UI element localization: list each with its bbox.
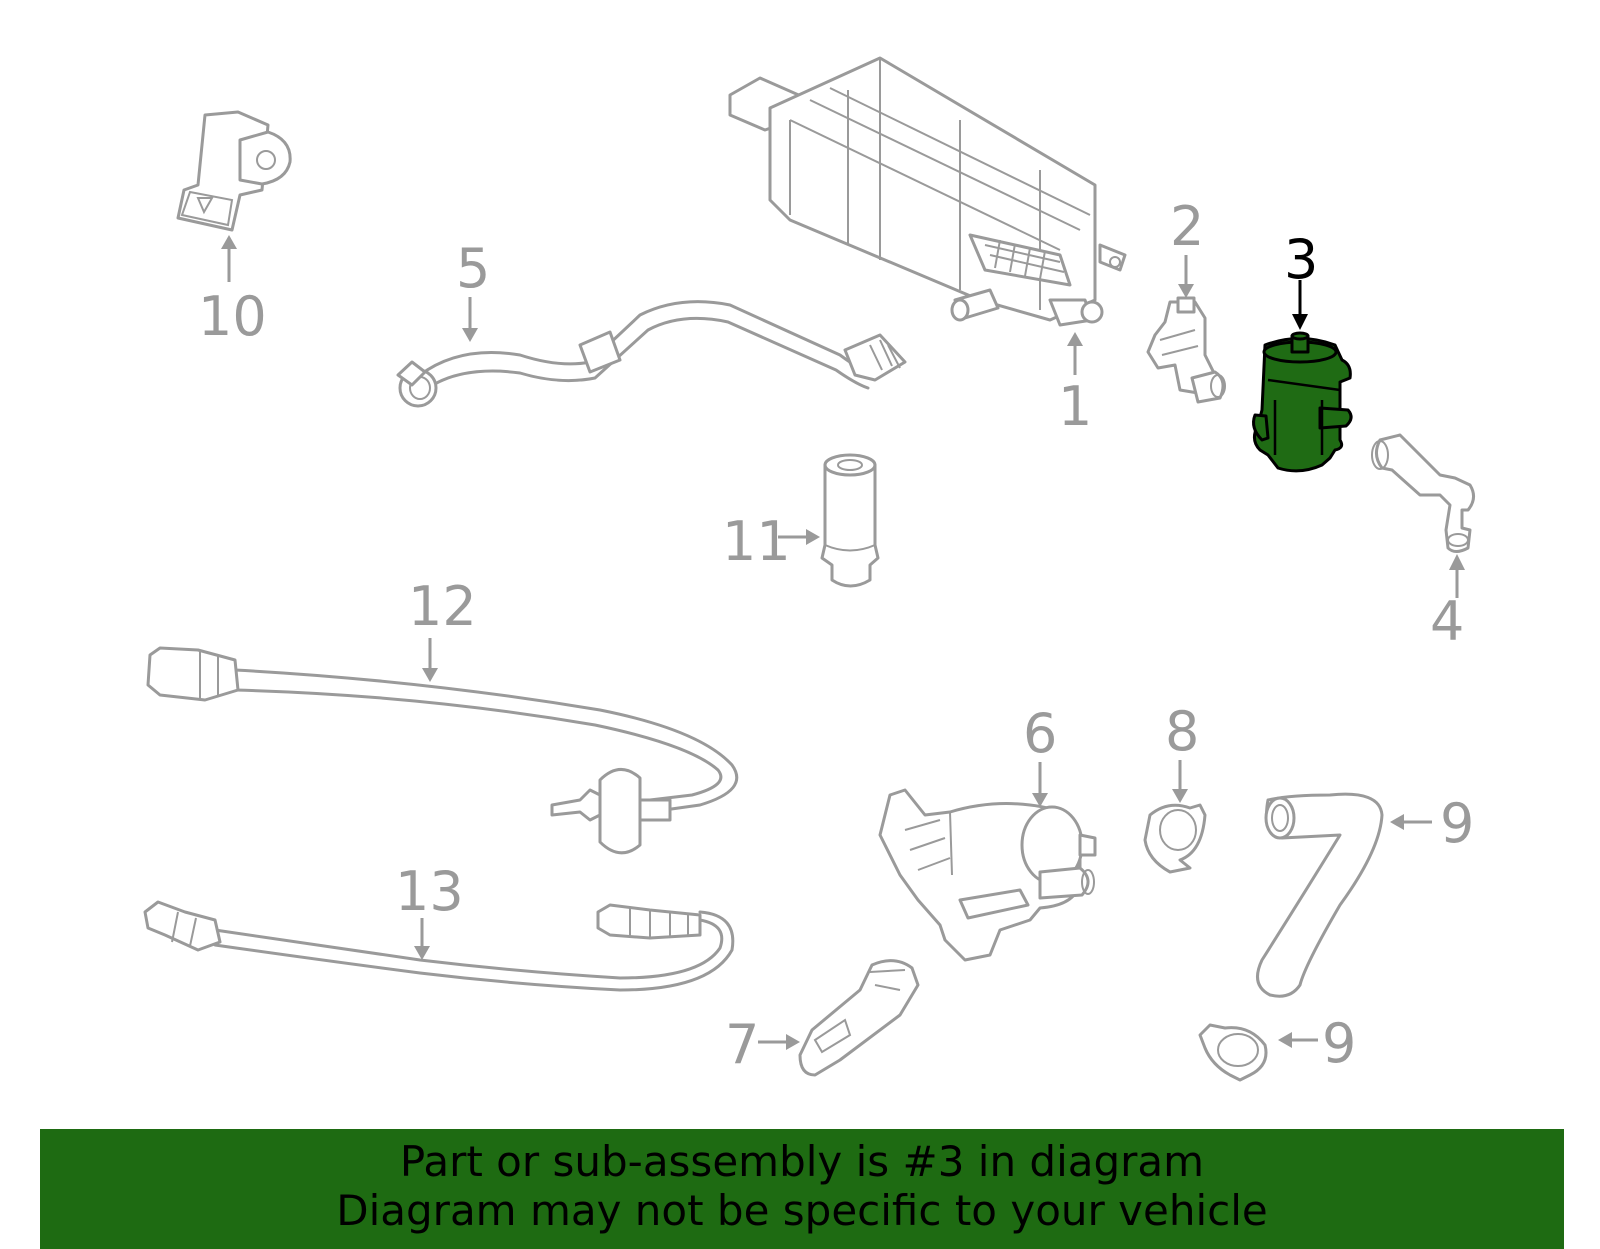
svg-text:7: 7 <box>725 1013 759 1076</box>
callout-6: 6 <box>1023 702 1057 807</box>
part-13-oxygen-sensor <box>143 900 735 992</box>
svg-text:3: 3 <box>1284 228 1318 291</box>
callout-5: 5 <box>456 237 490 342</box>
callout-9-lower: 9 <box>1278 1012 1356 1075</box>
callout-7: 7 <box>725 1013 800 1076</box>
svg-text:6: 6 <box>1023 702 1057 765</box>
callout-8: 9 <box>1390 792 1474 855</box>
svg-text:9: 9 <box>1322 1012 1356 1075</box>
part-5-hose <box>396 300 907 408</box>
callout-13: 13 <box>395 860 464 960</box>
svg-text:9: 9 <box>1440 792 1474 855</box>
svg-text:2: 2 <box>1170 195 1204 258</box>
callout-4: 4 <box>1430 554 1465 653</box>
svg-text:10: 10 <box>198 285 267 348</box>
part-4-hose <box>1371 433 1475 553</box>
part-12-oxygen-sensor <box>146 646 739 855</box>
callout-12: 12 <box>408 575 477 682</box>
part-9-clamp-lower <box>1198 1023 1268 1082</box>
svg-text:5: 5 <box>456 237 490 300</box>
callout-11: 11 <box>722 510 820 573</box>
svg-text:1: 1 <box>1058 375 1092 438</box>
callout-2: 2 <box>1170 195 1204 298</box>
banner-line-2: Diagram may not be specific to your vehi… <box>336 1186 1268 1235</box>
part-7-bracket <box>798 959 920 1077</box>
part-10-sensor <box>176 110 292 232</box>
notice-banner: Part or sub-assembly is #3 in diagram Di… <box>40 1129 1564 1249</box>
svg-text:8: 8 <box>1165 700 1199 763</box>
callout-1: 1 <box>1058 332 1092 438</box>
callout-3: 3 <box>1284 228 1318 330</box>
part-6-purge-valve <box>878 788 1097 962</box>
callout-10: 10 <box>198 235 267 348</box>
svg-text:12: 12 <box>408 575 477 638</box>
part-8-hose <box>1256 792 1384 998</box>
banner-line-1: Part or sub-assembly is #3 in diagram <box>399 1137 1205 1186</box>
callout-9-upper: 8 <box>1165 700 1199 803</box>
svg-text:4: 4 <box>1430 590 1464 653</box>
svg-text:11: 11 <box>722 510 791 573</box>
part-9-clamp-upper <box>1143 803 1207 874</box>
part-11-filter <box>820 453 880 588</box>
part-1-canister <box>728 56 1127 327</box>
svg-text:13: 13 <box>395 860 464 923</box>
part-2-valve <box>1146 296 1226 404</box>
part-3-vent-valve-highlighted <box>1252 331 1353 473</box>
